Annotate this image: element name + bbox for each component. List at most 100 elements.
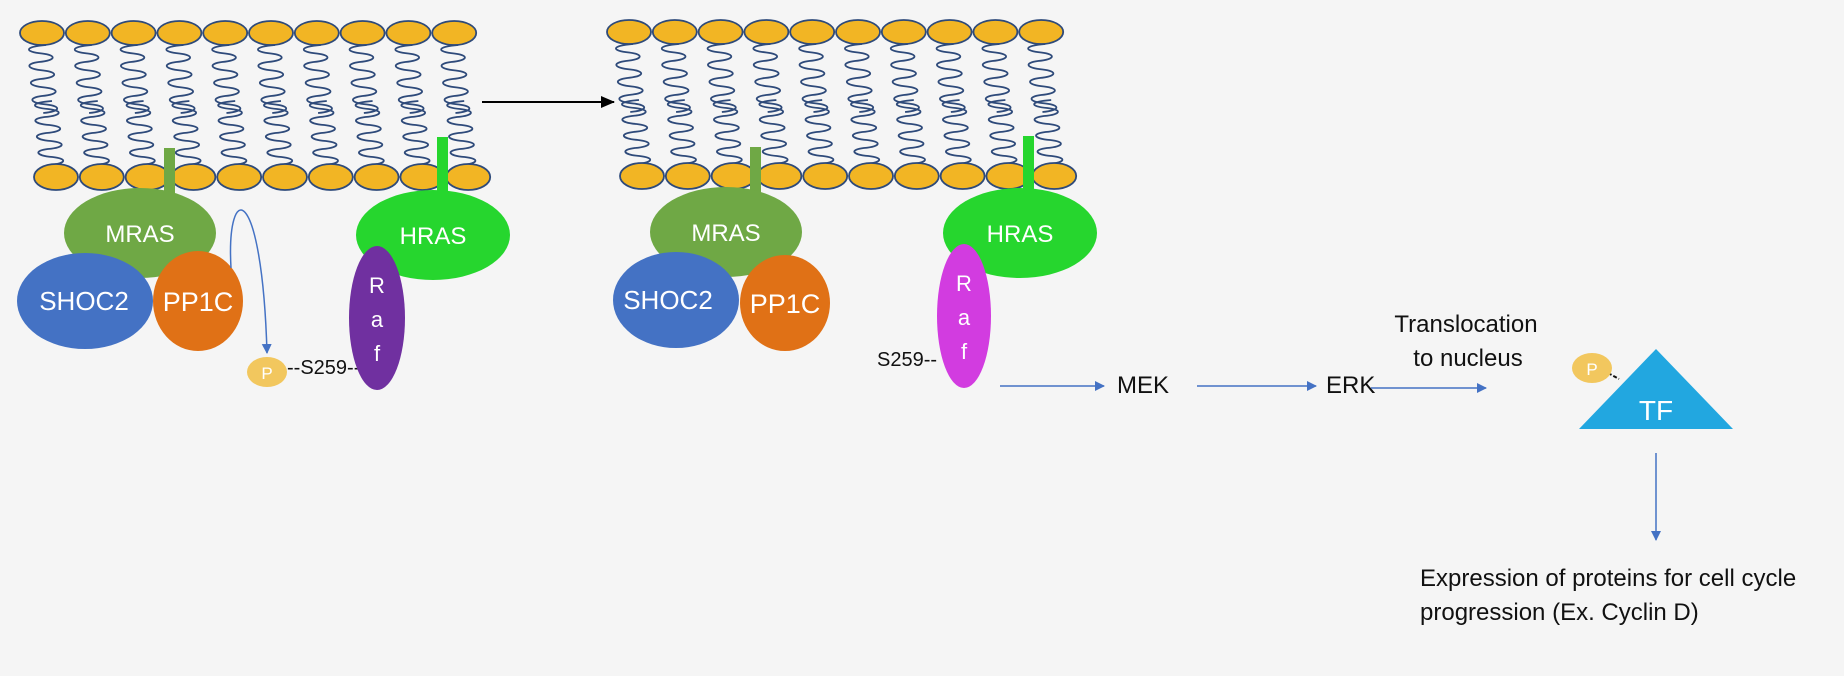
mras-label: MRAS bbox=[105, 221, 174, 248]
lipid-tail bbox=[621, 99, 652, 165]
pp1c-protein: PP1C bbox=[740, 255, 830, 351]
lipid-head-inner bbox=[33, 163, 79, 191]
cell-membrane-left bbox=[19, 20, 492, 191]
lipid-head-outer bbox=[19, 20, 65, 46]
raf-letter-a: a bbox=[371, 307, 384, 332]
lipid-tail bbox=[987, 99, 1018, 165]
lipid-tail bbox=[119, 44, 150, 114]
translocation-label-line1: Translocation bbox=[1394, 311, 1537, 338]
hras-protein: HRAS bbox=[356, 190, 510, 280]
lipid-head-outer bbox=[835, 19, 881, 45]
hras-anchor bbox=[1023, 136, 1034, 191]
lipid-tail bbox=[446, 100, 477, 166]
lipid-tail bbox=[165, 44, 196, 114]
lipid-head-inner bbox=[893, 162, 940, 190]
lipid-head-inner bbox=[619, 162, 665, 190]
lipid-tail bbox=[79, 100, 110, 166]
panel-active: MRAS HRAS SHOC2 PP1C S259-- R a f bbox=[613, 136, 1097, 388]
erk-label: ERK bbox=[1326, 372, 1375, 399]
mras-anchor bbox=[750, 147, 761, 197]
lipid-tail bbox=[981, 43, 1012, 113]
lipid-tail bbox=[354, 100, 385, 166]
raf-letter-r: R bbox=[369, 273, 385, 298]
tf-phosphate-label: P bbox=[1586, 360, 1597, 379]
lipid-head-outer bbox=[385, 20, 432, 46]
raf-letter-a: a bbox=[958, 305, 971, 330]
lipid-tail bbox=[217, 100, 248, 166]
lipid-tail bbox=[752, 43, 783, 113]
lipid-head-outer bbox=[156, 20, 203, 46]
phosphate-group: P bbox=[247, 357, 287, 387]
raf-protein-active: R bbox=[937, 244, 991, 388]
lipid-tail bbox=[308, 100, 339, 166]
lipid-tail bbox=[125, 100, 156, 166]
lipid-tail bbox=[895, 99, 926, 165]
lipid-tail bbox=[440, 44, 471, 114]
lipid-head-outer bbox=[651, 19, 698, 45]
lipid-tail bbox=[73, 44, 104, 114]
lipid-head-outer bbox=[339, 20, 386, 46]
lipid-head-outer bbox=[926, 19, 973, 45]
shoc2-protein: SHOC2 bbox=[613, 252, 739, 348]
lipid-tail bbox=[758, 99, 789, 165]
outcome-label-line2: progression (Ex. Cyclin D) bbox=[1420, 599, 1699, 626]
lipid-tail bbox=[211, 44, 242, 114]
lipid-head-inner bbox=[445, 163, 492, 191]
shoc2-label: SHOC2 bbox=[623, 285, 713, 315]
lipid-head-inner bbox=[307, 163, 354, 191]
lipid-tail bbox=[400, 100, 431, 166]
lipid-head-inner bbox=[848, 162, 894, 190]
lipid-tail bbox=[666, 99, 697, 165]
lipid-head-outer bbox=[606, 19, 652, 45]
lipid-tail bbox=[850, 99, 881, 165]
transcription-factor: TF bbox=[1579, 349, 1733, 429]
lipid-tail bbox=[302, 44, 333, 114]
lipid-head-inner bbox=[78, 163, 125, 191]
lipid-head-outer bbox=[743, 19, 790, 45]
panel-inactive: MRAS HRAS SHOC2 PP1C P --S259-- R a f bbox=[17, 137, 510, 390]
lipid-head-inner bbox=[262, 163, 308, 191]
raf-protein-inactive: R bbox=[349, 246, 405, 390]
tf-label: TF bbox=[1639, 395, 1673, 426]
lipid-head-outer bbox=[64, 20, 111, 46]
lipid-head-inner bbox=[802, 162, 849, 190]
outcome-label-line1: Expression of proteins for cell cycle bbox=[1420, 565, 1796, 592]
hras-anchor bbox=[437, 137, 448, 192]
lipid-head-outer bbox=[1018, 19, 1065, 45]
mapk-cascade: MEK ERK Translocation to nucleus TF P Ex… bbox=[1000, 311, 1796, 626]
lipid-head-outer bbox=[972, 19, 1019, 45]
lipid-tail bbox=[935, 43, 966, 113]
raf-letter-f: f bbox=[374, 341, 381, 366]
mek-label: MEK bbox=[1117, 372, 1169, 399]
lipid-tail bbox=[171, 100, 202, 166]
lipid-tail bbox=[257, 44, 288, 114]
lipid-head-outer bbox=[431, 20, 478, 46]
s259-site-label: --S259-- bbox=[287, 357, 360, 379]
lipid-tail bbox=[844, 43, 875, 113]
lipid-head-outer bbox=[789, 19, 836, 45]
lipid-tail bbox=[798, 43, 829, 113]
lipid-head-inner bbox=[170, 163, 217, 191]
lipid-head-outer bbox=[202, 20, 249, 46]
mras-label: MRAS bbox=[691, 220, 760, 247]
lipid-tail bbox=[660, 43, 691, 113]
lipid-head-outer bbox=[880, 19, 927, 45]
pp1c-label: PP1C bbox=[750, 289, 821, 319]
lipid-tail bbox=[394, 44, 425, 114]
lipid-head-inner bbox=[124, 163, 171, 191]
hras-label: HRAS bbox=[400, 223, 467, 250]
mras-anchor bbox=[164, 148, 175, 198]
dephosphorylation-arrow bbox=[229, 209, 272, 354]
lipid-tail bbox=[263, 100, 294, 166]
lipid-head-inner bbox=[353, 163, 400, 191]
lipid-head-outer bbox=[697, 19, 744, 45]
cell-membrane-right bbox=[606, 19, 1078, 190]
lipid-head-inner bbox=[939, 162, 986, 190]
lipid-tail bbox=[712, 99, 743, 165]
raf-letter-r: R bbox=[956, 271, 972, 296]
tf-phosphate-group: P bbox=[1572, 353, 1612, 383]
lipid-tail bbox=[1033, 99, 1064, 165]
hras-protein: HRAS bbox=[943, 188, 1097, 278]
lipid-tail bbox=[889, 43, 920, 113]
